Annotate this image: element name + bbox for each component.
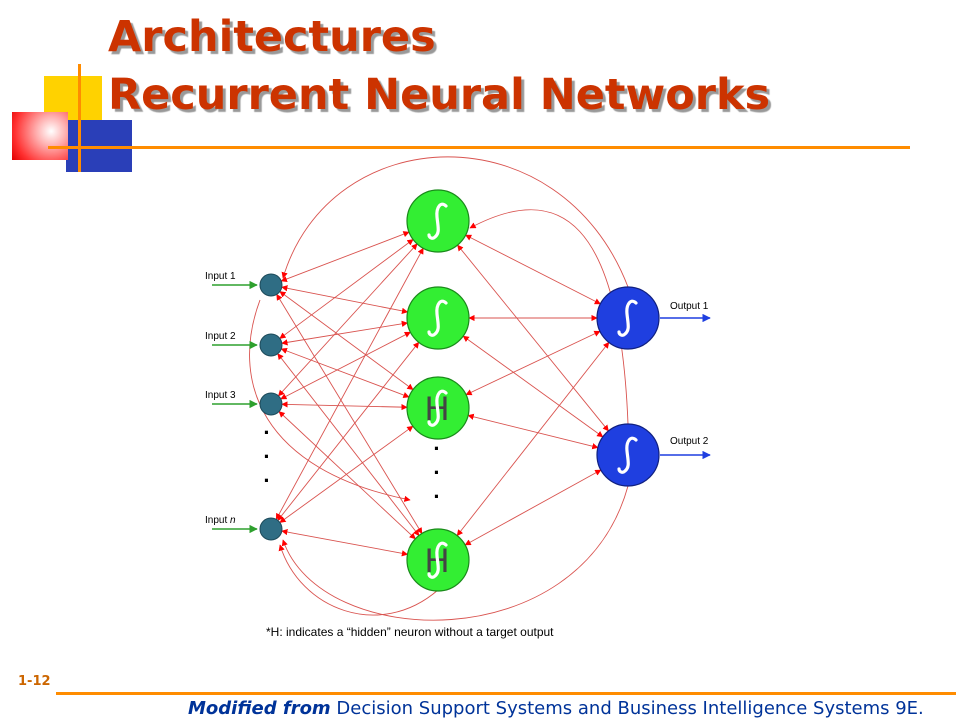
hidden-ellipsis-3: ·	[433, 484, 440, 509]
input-ellipsis-3: ·	[263, 468, 270, 493]
hidden-ellipsis-1: ·	[433, 436, 440, 461]
sigmoid-integral-icon	[617, 299, 638, 337]
connection-16	[465, 234, 601, 305]
footer-line	[56, 692, 956, 695]
footer-credit: Modified from Decision Support Systems a…	[188, 698, 924, 719]
connection-1	[281, 285, 409, 314]
connection-9	[280, 331, 411, 400]
decor-vertical-line	[78, 64, 81, 172]
input-label-n-prefix: Input	[205, 515, 230, 526]
sigmoid-integral-icon	[427, 389, 448, 427]
input-node-1	[259, 273, 283, 297]
recurrent-loop-output1	[281, 156, 629, 288]
footer-prefix: Modified from	[188, 698, 331, 719]
connection-8	[277, 243, 418, 397]
input-label-1: Input 1	[205, 271, 236, 282]
input-label-2: Input 2	[205, 331, 236, 342]
connection-22	[456, 341, 610, 537]
recurrent-loop-output2-lower	[281, 485, 629, 621]
connection-14	[279, 425, 414, 523]
connections	[212, 156, 711, 621]
sigmoid-integral-icon	[617, 436, 638, 474]
input-ellipsis-1: ·	[263, 420, 270, 445]
slide-title: Architectures Recurrent Neural Networks	[108, 8, 770, 124]
input-ellipsis-2: ·	[263, 444, 270, 469]
title-line-1: Architectures	[108, 12, 436, 62]
title-line-2: Recurrent Neural Networks	[108, 70, 771, 120]
nodes: HH	[259, 189, 660, 592]
output-label-1: Output 1	[670, 301, 709, 312]
input-label-n-suffix: n	[230, 515, 236, 526]
output-label-2: Output 2	[670, 436, 709, 447]
connection-4	[279, 239, 414, 339]
connection-12	[275, 247, 424, 520]
sigmoid-integral-icon	[427, 541, 448, 579]
hidden-ellipsis-2: ·	[433, 460, 440, 485]
title-underline	[48, 146, 910, 149]
connection-20	[465, 330, 601, 396]
hidden-neuron-note: *H: indicates a “hidden” neuron without …	[266, 625, 554, 639]
connection-11	[278, 411, 416, 540]
connection-21	[467, 413, 599, 450]
sigmoid-integral-icon	[427, 299, 448, 337]
footer-source: Decision Support Systems and Business In…	[330, 698, 924, 719]
recurrent-loop-input	[249, 299, 411, 502]
input-node-3	[259, 392, 283, 416]
sigmoid-integral-icon	[427, 202, 448, 240]
decor-red-square	[12, 112, 68, 160]
slide-number: 1-12	[18, 674, 51, 689]
recurrent-loop-hidden	[278, 544, 439, 616]
connection-15	[281, 528, 409, 557]
input-label-n: Input n	[205, 515, 236, 526]
input-node-2	[259, 333, 283, 357]
connection-23	[464, 469, 602, 546]
input-node-4	[259, 517, 283, 541]
input-label-3: Input 3	[205, 390, 236, 401]
recurrent-loop-output2	[469, 209, 629, 425]
